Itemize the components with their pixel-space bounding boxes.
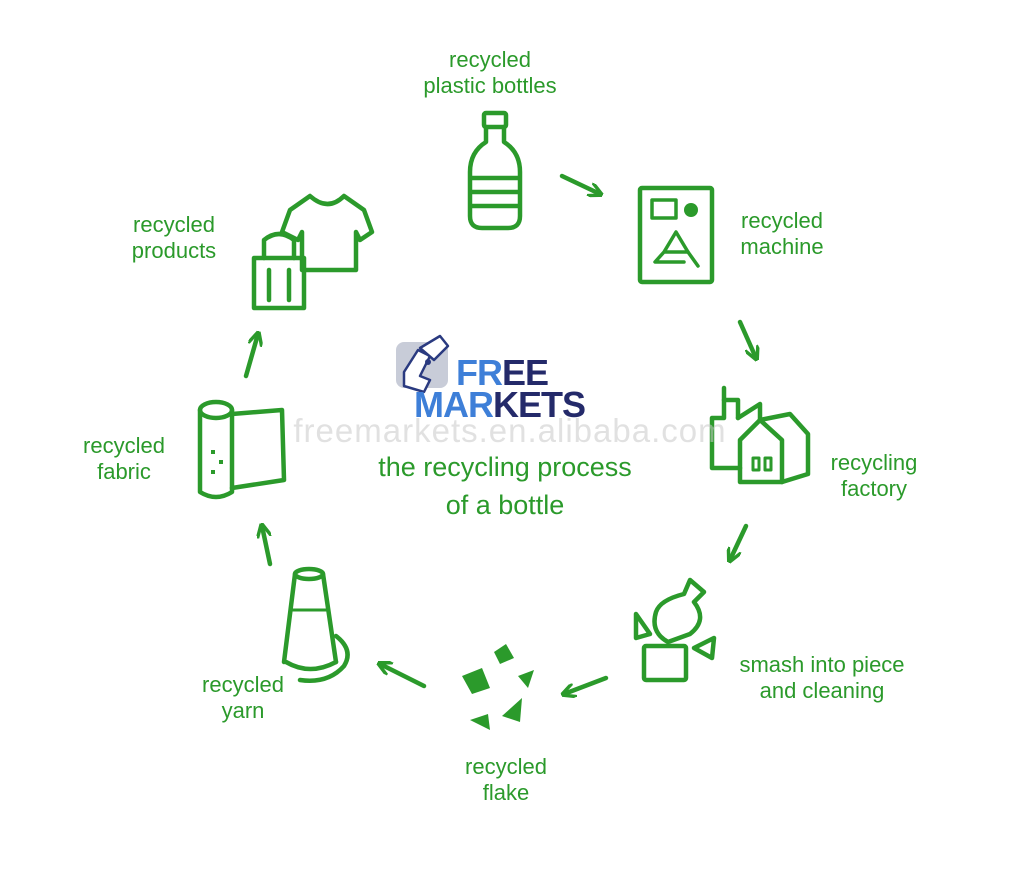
label-line: factory [840, 476, 908, 501]
label-line: flake [482, 780, 530, 805]
label-smash: smash into piece and cleaning [714, 652, 930, 704]
label-line: recycled [202, 672, 284, 697]
label-flake: recycled flake [446, 754, 566, 806]
flakes-icon [462, 644, 534, 730]
label-line: yarn [221, 698, 265, 723]
label-products: recycled products [114, 212, 234, 264]
label-line: recycled [465, 754, 547, 779]
tshirt-bag-icon [251, 193, 375, 311]
title-line-1: the recycling process [378, 452, 632, 482]
label-line: smash into piece [739, 652, 905, 677]
label-yarn: recycled yarn [184, 672, 302, 724]
label-line: products [131, 238, 217, 263]
label-line: fabric [97, 459, 151, 484]
label-fabric: recycled fabric [64, 433, 184, 485]
logo-free-a: FR [456, 352, 503, 393]
arrow-machine-to-factory [737, 319, 756, 358]
label-line: machine [740, 234, 824, 259]
logo-wordmark: FREE MARKETS [414, 355, 586, 423]
label-line: and cleaning [759, 678, 885, 703]
label-factory: recycling factory [812, 450, 936, 502]
arrow-fabric-to-products [243, 334, 258, 379]
arrow-yarn-to-fabric [262, 526, 273, 567]
arrow-smash-to-flake [564, 675, 609, 694]
bottle-icon [467, 110, 523, 231]
label-line: recycled [83, 433, 165, 458]
label-line: recycled [741, 208, 823, 233]
fabric-roll-icon [197, 399, 287, 500]
label-line: recycling [830, 450, 918, 475]
label-line: plastic bottles [423, 73, 557, 98]
logo-hands-icon [396, 334, 450, 394]
crushed-bottle-icon [633, 577, 717, 683]
watermark: freemarkets.en.alibaba.com [293, 412, 727, 449]
label-line: recycled [449, 47, 531, 72]
arrow-flake-to-yarn [380, 664, 427, 689]
label-machine: recycled machine [722, 208, 842, 260]
label-line: recycled [133, 212, 215, 237]
yarn-spool-icon [281, 566, 350, 683]
logo-markets-b: KETS [492, 384, 586, 425]
logo-free-b: EE [502, 352, 549, 393]
logo-markets-a: MAR [414, 384, 494, 425]
diagram-title: the recycling process of a bottle [310, 448, 700, 524]
title-line-2: of a bottle [445, 490, 565, 520]
factory-icon [709, 385, 811, 485]
machine-icon [637, 185, 715, 285]
arrow-factory-to-smash [730, 523, 749, 560]
arrow-bottle-to-machine [559, 173, 600, 194]
label-plastic-bottles: recycled plastic bottles [405, 47, 575, 99]
